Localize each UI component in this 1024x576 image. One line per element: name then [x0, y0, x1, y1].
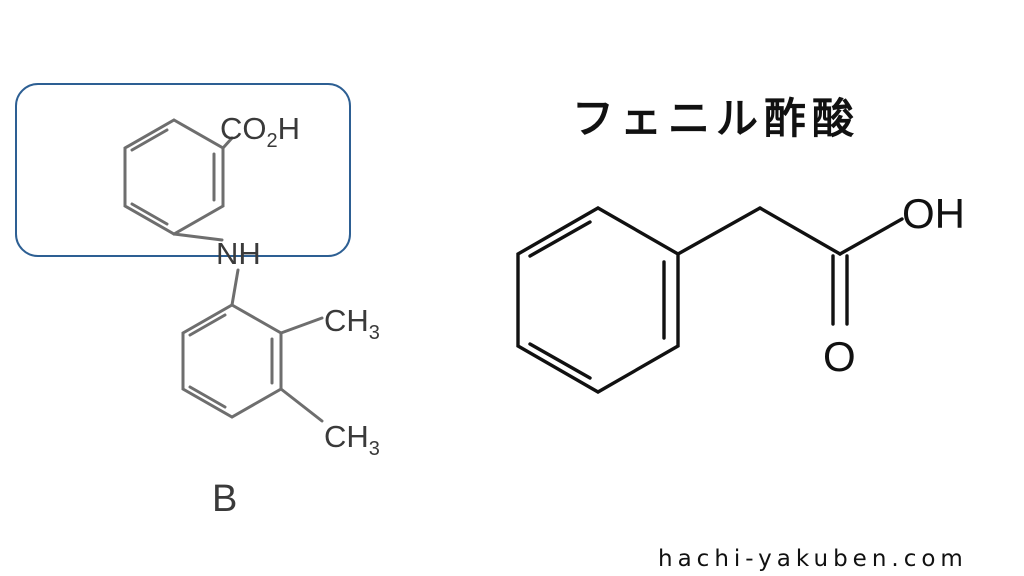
hydroxyl-bond [838, 217, 904, 256]
carboxyl-bond [221, 136, 234, 150]
site-url: hachi-yakuben.com [658, 546, 968, 572]
amine-label: NH [216, 236, 261, 271]
methyl-bottom-label: CH3 [324, 419, 380, 460]
hydroxyl-label: OH [902, 190, 965, 237]
upper-benzene-ring [123, 118, 225, 236]
molecule-b-letter: B [212, 478, 237, 520]
carboxyl-label: CO2H [220, 111, 300, 152]
methyl-top-label: CH3 [324, 303, 380, 344]
compound-title: フェニル酢酸 [572, 94, 860, 143]
methyl-bottom-bond [279, 387, 324, 423]
amine-bond-upper [172, 232, 224, 242]
methyl-top-bond [279, 316, 324, 335]
methylene-bond-2 [758, 206, 842, 256]
highlight-box [15, 83, 351, 257]
phenylacetic-acid-structure: OH O [516, 190, 965, 394]
molecule-b-structure: CO2H NH CH3 CH3 B [15, 83, 380, 520]
phenyl-ring [516, 206, 680, 394]
amine-bond-lower [230, 268, 240, 307]
lower-benzene-ring [181, 303, 283, 419]
carbonyl-oxygen-label: O [823, 333, 856, 380]
methylene-bond-1 [676, 206, 762, 256]
